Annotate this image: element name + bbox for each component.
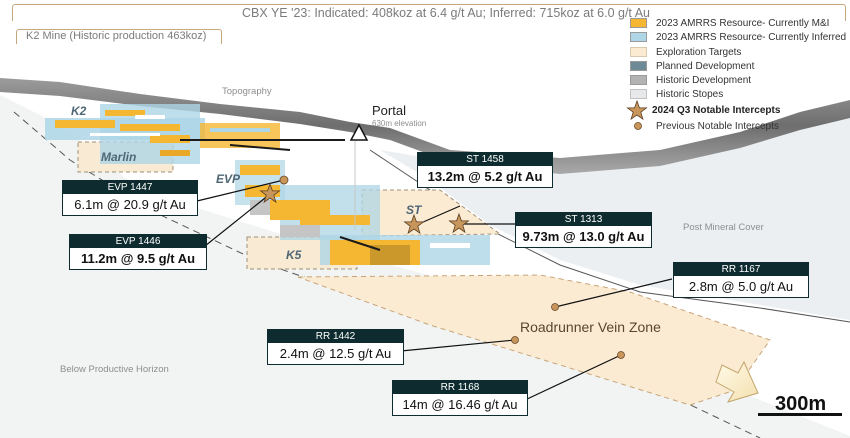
below-productive-horizon-label: Below Productive Horizon xyxy=(60,364,169,375)
legend-item-planned: Planned Development xyxy=(630,59,754,73)
callout-value: 14m @ 16.46 g/t Au xyxy=(402,397,518,412)
portal-elevation-label: 630m elevation xyxy=(372,119,427,128)
callout-title: RR 1167 xyxy=(674,263,808,276)
legend-label: 2023 AMRRS Resource- Currently M&I xyxy=(656,17,830,29)
post-mineral-cover-label: Post Mineral Cover xyxy=(683,222,764,233)
topography-band xyxy=(0,78,850,174)
callout-value: 2.8m @ 5.0 g/t Au xyxy=(688,279,794,294)
intercept-star-st1313[interactable] xyxy=(448,212,470,234)
intercept-star-evp1446[interactable] xyxy=(259,182,281,204)
intercept-dot-rr1168[interactable] xyxy=(617,351,625,359)
k2-mine-frame xyxy=(16,29,222,44)
legend-item-mi: 2023 AMRRS Resource- Currently M&I xyxy=(630,16,829,30)
callout-title: EVP 1446 xyxy=(70,235,206,248)
leader-lines xyxy=(196,179,673,401)
legend-item-previous-intercepts: Previous Notable Intercepts xyxy=(630,119,779,133)
legend-item-historic-dev: Historic Development xyxy=(630,73,751,87)
legend-item-2024-intercepts: 2024 Q3 Notable Intercepts xyxy=(626,100,781,120)
k2-zone-label: K2 xyxy=(71,104,87,118)
legend-label: Exploration Targets xyxy=(656,46,742,58)
legend-item-historic-stopes: Historic Stopes xyxy=(630,87,723,101)
callout-value: 6.1m @ 20.9 g/t Au xyxy=(74,197,186,212)
legend-item-inferred: 2023 AMRRS Resource- Currently Inferred xyxy=(630,30,846,44)
planned-swatch-icon xyxy=(630,61,647,71)
development-drift xyxy=(180,139,381,251)
dot-icon xyxy=(634,122,642,130)
legend-label: 2023 AMRRS Resource- Currently Inferred xyxy=(656,31,847,43)
legend-item-exploration: Exploration Targets xyxy=(630,45,741,59)
legend-label: Historic Stopes xyxy=(656,88,724,100)
roadrunner-zone-label: Roadrunner Vein Zone xyxy=(520,319,661,335)
scale-label: 300m xyxy=(775,393,827,415)
callout-value: 2.4m @ 12.5 g/t Au xyxy=(279,346,392,361)
k2-mine-label: K2 Mine (Historic production 463koz) xyxy=(26,30,207,42)
header-frame xyxy=(12,4,846,21)
callout-title: ST 1458 xyxy=(418,153,552,166)
legend-label: Planned Development xyxy=(656,60,755,72)
callout-value: 13.2m @ 5.2 g/t Au xyxy=(427,169,543,184)
portal-icon xyxy=(349,123,369,141)
legend-label: Previous Notable Intercepts xyxy=(656,120,779,132)
intercept-dot-rr1167[interactable] xyxy=(551,303,559,311)
callout-title: RR 1442 xyxy=(268,330,403,343)
mi-swatch-icon xyxy=(630,18,647,28)
k5-zone-label: K5 xyxy=(286,248,302,262)
historic-stopes-swatch-icon xyxy=(630,89,647,99)
exploration-swatch-icon xyxy=(630,47,647,57)
callout-evp-1446[interactable]: EVP 1446 11.2m @ 9.5 g/t Au xyxy=(69,234,207,270)
k2-resource-blocks xyxy=(45,104,280,164)
scale-bar xyxy=(758,413,842,416)
callout-title: EVP 1447 xyxy=(63,181,197,194)
evp-zone-label: EVP xyxy=(216,172,241,186)
star-icon xyxy=(626,100,648,120)
portal-label: Portal xyxy=(372,103,406,118)
callout-value: 9.73m @ 13.0 g/t Au xyxy=(522,229,645,244)
intercept-star-st1458[interactable] xyxy=(403,213,425,235)
callout-rr-1442[interactable]: RR 1442 2.4m @ 12.5 g/t Au xyxy=(267,329,404,365)
callout-value: 11.2m @ 9.5 g/t Au xyxy=(80,251,196,266)
marlin-zone-label: Marlin xyxy=(101,150,137,164)
callout-title: ST 1313 xyxy=(516,213,651,226)
legend-label: Historic Development xyxy=(656,74,752,86)
topography-label: Topography xyxy=(222,86,272,97)
legend-label: 2024 Q3 Notable Intercepts xyxy=(652,104,781,116)
callout-st-1458[interactable]: ST 1458 13.2m @ 5.2 g/t Au xyxy=(417,152,553,188)
direction-arrow-icon xyxy=(715,360,759,403)
intercept-dot-evp1447[interactable] xyxy=(279,175,289,185)
resource-summary: CBX YE '23: Indicated: 408koz at 6.4 g/t… xyxy=(242,6,650,20)
st-zone-label: ST xyxy=(406,203,422,217)
callout-title: RR 1168 xyxy=(393,381,527,394)
callout-evp-1447[interactable]: EVP 1447 6.1m @ 20.9 g/t Au xyxy=(62,180,198,216)
callout-st-1313[interactable]: ST 1313 9.73m @ 13.0 g/t Au xyxy=(515,212,652,248)
intercept-dot-rr1442[interactable] xyxy=(511,336,519,344)
historic-dev-swatch-icon xyxy=(630,75,647,85)
callout-rr-1168[interactable]: RR 1168 14m @ 16.46 g/t Au xyxy=(392,380,528,416)
inferred-swatch-icon xyxy=(630,32,647,42)
callout-rr-1167[interactable]: RR 1167 2.8m @ 5.0 g/t Au xyxy=(673,262,809,298)
